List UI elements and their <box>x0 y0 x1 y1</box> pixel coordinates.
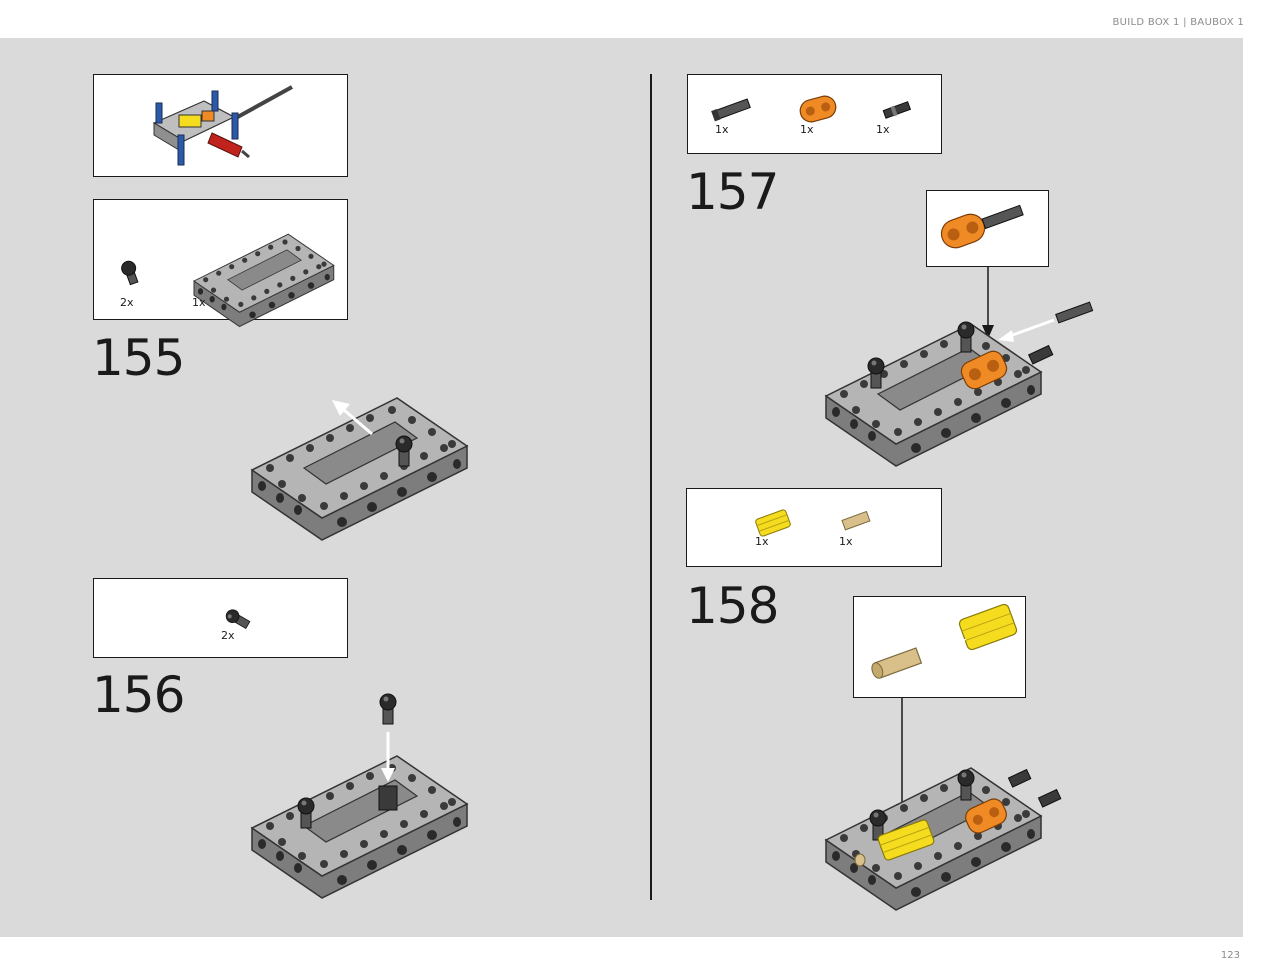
part-qty: 1x <box>800 123 814 136</box>
step-number-158: 158 <box>686 577 779 635</box>
page-number: 123 <box>1220 950 1240 961</box>
step-155-parts-image <box>121 233 335 327</box>
part-qty: 1x <box>755 535 769 548</box>
submodel-reference-box <box>93 74 348 177</box>
step-157-parts-box: 1x 1x 1x <box>687 74 942 154</box>
part-qty: 1x <box>839 535 853 548</box>
submodel-image <box>152 85 293 166</box>
part-qty: 2x <box>221 629 235 642</box>
callout-arrow <box>982 267 994 339</box>
open-frame-part <box>193 233 335 327</box>
step-158-callout-image <box>871 603 1018 679</box>
angle-connector-part <box>121 260 139 286</box>
part-qty: 2x <box>120 296 134 309</box>
step-156-parts-image <box>223 607 252 631</box>
column-divider <box>650 74 652 900</box>
step-157-assembly-image <box>825 301 1094 467</box>
instruction-page <box>0 38 1243 937</box>
step-156-assembly-image <box>251 693 468 899</box>
step-number-155: 155 <box>92 329 185 387</box>
step-157-callout-box <box>926 190 1049 267</box>
step-156-parts-box: 2x <box>93 578 348 658</box>
header-text: BUILD BOX 1 | BAUBOX 1 <box>1112 17 1244 28</box>
step-158-parts-box: 1x 1x <box>686 488 942 567</box>
part-qty: 1x <box>715 123 729 136</box>
step-158-assembly-image <box>825 767 1062 911</box>
part-qty: 1x <box>876 123 890 136</box>
step-number-156: 156 <box>92 666 185 724</box>
step-157-callout-image <box>940 204 1024 249</box>
step-158-callout-box <box>853 596 1026 698</box>
part-qty: 1x <box>192 296 206 309</box>
step-157-parts-image <box>711 95 912 123</box>
step-155-assembly-image <box>251 397 468 541</box>
step-155-parts-box: 2x 1x <box>93 199 348 327</box>
step-158-parts-image <box>755 509 871 537</box>
step-number-157: 157 <box>686 163 779 221</box>
